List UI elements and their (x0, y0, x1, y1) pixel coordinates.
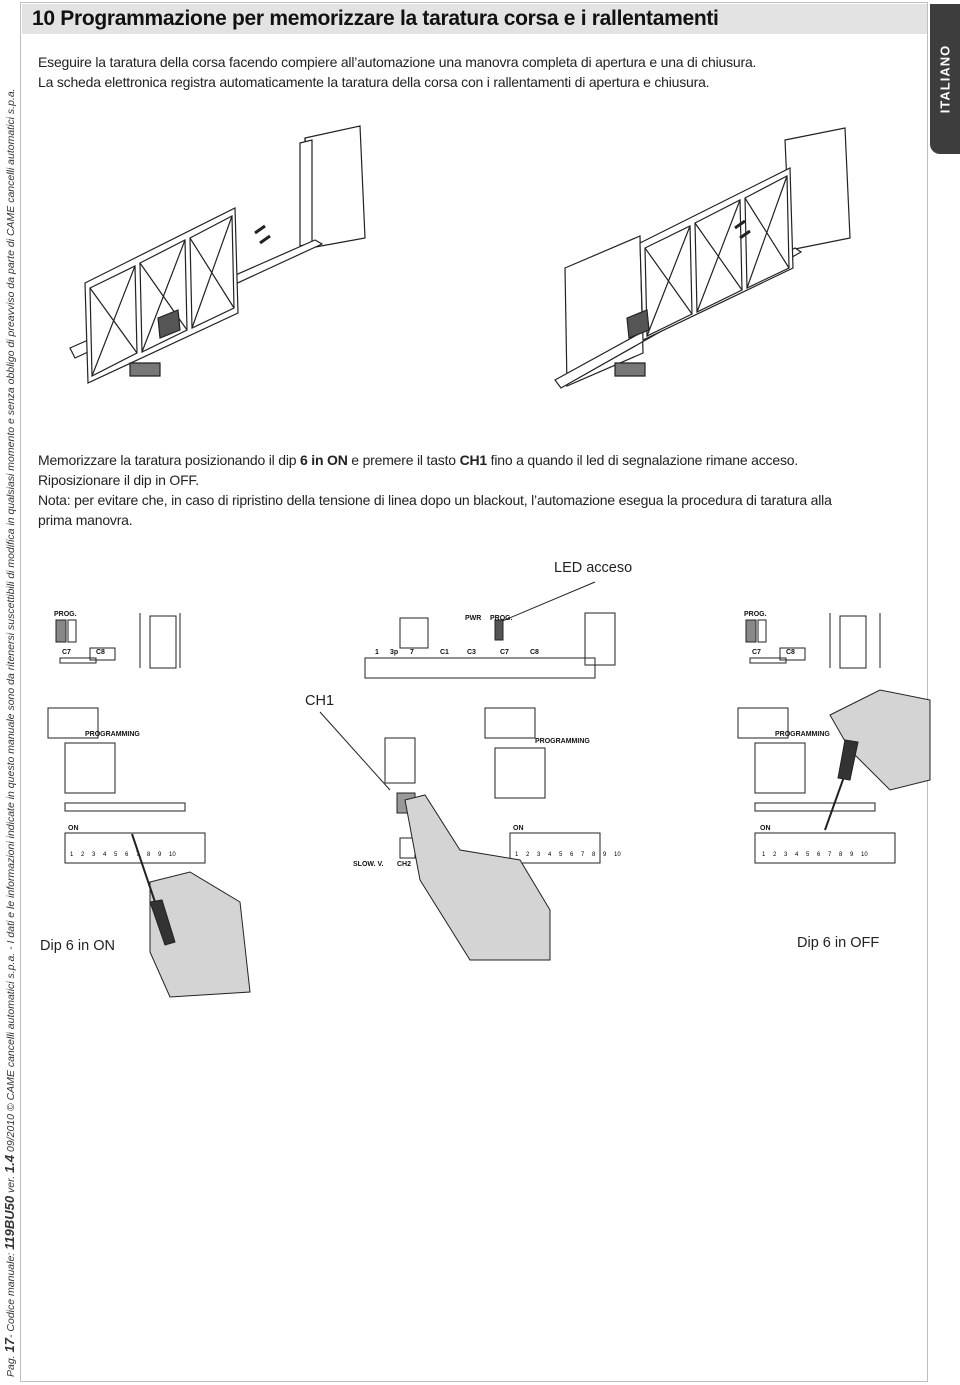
board-label-c1: C1 (440, 649, 449, 656)
dip-number-2: 2 (526, 852, 530, 858)
section-title: 10 Programmazione per memorizzare la tar… (22, 4, 927, 34)
dip-number-5: 5 (806, 852, 810, 858)
board-label-7: 7 (410, 649, 414, 656)
instruction-text: fino a quando il led di segnalazione rim… (486, 452, 799, 468)
instructions-paragraph: Memorizzare la taratura posizionando il … (38, 450, 832, 530)
dip-number-8: 8 (147, 852, 151, 858)
dip-number-9: 9 (158, 852, 162, 858)
control-board-right: PROG. C7 C8 PROGRAMMING ON 1 2 3 4 5 6 7 8 9 10 (737, 611, 896, 864)
dip-number-1: 1 (70, 852, 74, 858)
dip-number-10: 10 (614, 852, 621, 858)
control-board-center: PWR PROG. 1 3p 7 C1 C3 C7 C8 PROGRAMMING… (353, 612, 621, 868)
board-label-prog-center: PROG. (490, 615, 513, 622)
board-label-c3: C3 (467, 649, 476, 656)
dip-number-3: 3 (92, 852, 96, 858)
dip-number-2: 2 (81, 852, 85, 858)
screwdriver-hand-left (131, 833, 251, 998)
intro-line-2: La scheda elettronica registra automatic… (38, 74, 710, 90)
dip-number-10: 10 (169, 852, 176, 858)
dip-number-6: 6 (817, 852, 821, 858)
led-acceso-callout: LED acceso (554, 560, 633, 576)
dip-number-2: 2 (773, 852, 777, 858)
dip-number-7: 7 (581, 852, 585, 858)
dip-off-callout: Dip 6 in OFF (797, 935, 880, 951)
language-tab: ITALIANO (930, 4, 960, 154)
instruction-text: Memorizzare la taratura posizionando il … (38, 452, 300, 468)
instruction-ch1: CH1 (459, 452, 488, 468)
dip-number-1: 1 (515, 852, 519, 858)
dip-number-3: 3 (784, 852, 788, 858)
instruction-line-3: Nota: per evitare che, in caso di ripris… (38, 492, 832, 508)
ch1-callout: CH1 (305, 693, 335, 709)
gate-illustration-right (554, 127, 851, 389)
instruction-line-4: prima manovra. (38, 512, 133, 528)
board-label-on-center: ON (513, 825, 524, 832)
gate-illustration-left (69, 125, 366, 384)
dip-number-6: 6 (125, 852, 129, 858)
dip-on-callout: Dip 6 in ON (40, 938, 115, 954)
board-label-c8-center: C8 (530, 649, 539, 656)
pressing-finger-center (404, 794, 551, 961)
board-label-3p: 3p (390, 649, 398, 656)
board-label-programming: PROGRAMMING (85, 731, 140, 738)
page-frame (20, 2, 928, 1382)
dip-number-10: 10 (861, 852, 868, 858)
board-label-programming-center: PROGRAMMING (535, 738, 590, 745)
dip-number-4: 4 (795, 852, 799, 858)
dip-number-8: 8 (592, 852, 596, 858)
instruction-dip-on: 6 in ON (300, 452, 348, 468)
board-label-on: ON (68, 825, 79, 832)
board-label-1: 1 (375, 649, 379, 656)
dip-number-9: 9 (603, 852, 607, 858)
board-label-prog: PROG. (54, 611, 77, 618)
instruction-line-2: Riposizionare il dip in OFF. (38, 472, 199, 488)
dip-number-9: 9 (850, 852, 854, 858)
dip-number-5: 5 (114, 852, 118, 858)
control-board-left: PROG. C7 C8 PROGRAMMING ON 1 2 3 4 5 6 7 8 9 10 (47, 611, 206, 864)
board-label-c7: C7 (62, 649, 71, 656)
board-label-c7-center: C7 (500, 649, 509, 656)
board-label-slow: SLOW. V. (353, 861, 384, 868)
screwdriver-hand-right (824, 689, 931, 831)
dip-number-3: 3 (537, 852, 541, 858)
board-label-on-right: ON (760, 825, 771, 832)
intro-line-1: Eseguire la taratura della corsa facendo… (38, 54, 757, 70)
instruction-text: e premere il tasto (347, 452, 460, 468)
board-label-pwr: PWR (465, 615, 481, 622)
dip-number-4: 4 (548, 852, 552, 858)
dip-number-5: 5 (559, 852, 563, 858)
board-label-programming-right: PROGRAMMING (775, 731, 830, 738)
dip-number-7: 7 (136, 852, 140, 858)
dip-number-6: 6 (570, 852, 574, 858)
board-label-ch2: CH2 (397, 861, 411, 868)
dip-number-1: 1 (762, 852, 766, 858)
dip-number-4: 4 (103, 852, 107, 858)
dip-number-7: 7 (828, 852, 832, 858)
board-label-c8-right: C8 (786, 649, 795, 656)
board-label-c8: C8 (96, 649, 105, 656)
dip-number-8: 8 (839, 852, 843, 858)
intro-paragraph: Eseguire la taratura della corsa facendo… (38, 52, 756, 92)
instruction-line-1: Memorizzare la taratura posizionando il … (38, 450, 832, 470)
board-label-c7-right: C7 (752, 649, 761, 656)
board-label-prog-right: PROG. (744, 611, 767, 618)
